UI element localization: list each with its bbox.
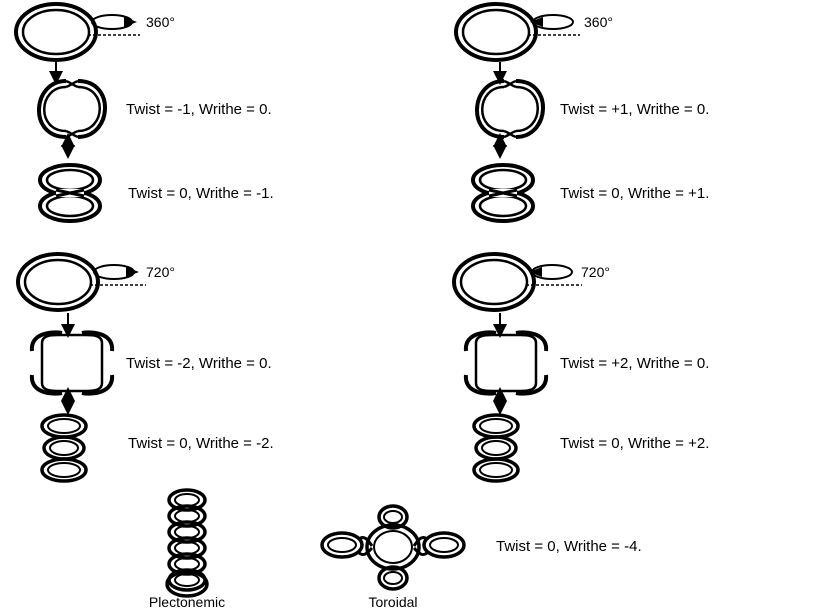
relaxed-ring: [454, 2, 538, 62]
rotation-indicator-counterclockwise: [528, 14, 580, 36]
panel-twist-plus-2: 720° Twist = +2, Writhe = 0. Twist = 0, …: [452, 252, 709, 483]
writhe-label: Twist = 0, Writhe = +1.: [560, 185, 709, 202]
twist-label: Twist = +2, Writhe = 0.: [560, 355, 709, 372]
rotation-angle-label: 360°: [584, 14, 613, 30]
rotation-angle-label: 360°: [146, 14, 175, 30]
relaxed-ring: [16, 252, 100, 312]
twisted-ring-double: [463, 330, 549, 396]
twist-label: Twist = +1, Writhe = 0.: [560, 101, 709, 118]
panel-twist-plus-1: 360° Twist = +1, Writhe = 0. Twist = 0, …: [454, 2, 709, 223]
double-writhe-coil: [472, 413, 520, 483]
plectonemic-supercoil: [165, 488, 209, 598]
twist-label: Twist = -1, Writhe = 0.: [126, 101, 272, 118]
rotation-angle-label: 720°: [146, 264, 175, 280]
toroidal-writhe-label: Twist = 0, Writhe = -4.: [496, 538, 642, 555]
toroidal-supercoil: [320, 504, 466, 591]
relaxed-ring: [14, 2, 98, 62]
double-writhe-coil: [40, 413, 88, 483]
twisted-ring: [36, 79, 108, 139]
rotation-indicator-clockwise: [88, 14, 140, 36]
rotation-indicator-counterclockwise: [526, 264, 582, 286]
writhe-label: Twist = 0, Writhe = -1.: [128, 185, 274, 202]
twisted-ring-double: [29, 330, 115, 396]
figure-eight-coil: [38, 163, 102, 223]
rotation-indicator-clockwise: [90, 264, 146, 286]
twist-label: Twist = -2, Writhe = 0.: [126, 355, 272, 372]
panel-twist-minus-1: 360° Twist = -1, Writhe = 0. Twist = 0, …: [14, 2, 274, 223]
writhe-label: Twist = 0, Writhe = +2.: [560, 435, 709, 452]
plectonemic-label: Plectonemic: [149, 594, 225, 610]
writhe-label: Twist = 0, Writhe = -2.: [128, 435, 274, 452]
panel-twist-minus-2: 720° Twist = -2, Writhe = 0. Twist = 0, …: [16, 252, 274, 483]
relaxed-ring: [452, 252, 536, 312]
twisted-ring: [474, 79, 546, 139]
rotation-angle-label: 720°: [581, 264, 610, 280]
figure-eight-coil: [471, 163, 535, 223]
toroidal-label: Toroidal: [368, 594, 417, 610]
